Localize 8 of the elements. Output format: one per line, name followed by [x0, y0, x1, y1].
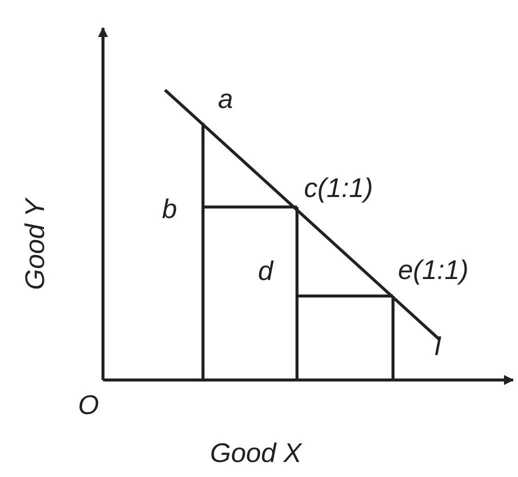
point-label: c(1:1) [304, 175, 374, 202]
point-label: b [162, 196, 178, 223]
origin-label: O [78, 392, 100, 419]
point-label: a [218, 86, 234, 113]
axis-label: Good X [210, 440, 302, 467]
point-label: e(1:1) [398, 257, 469, 284]
axis-label: Good Y [22, 198, 49, 290]
point-label: d [258, 258, 274, 285]
